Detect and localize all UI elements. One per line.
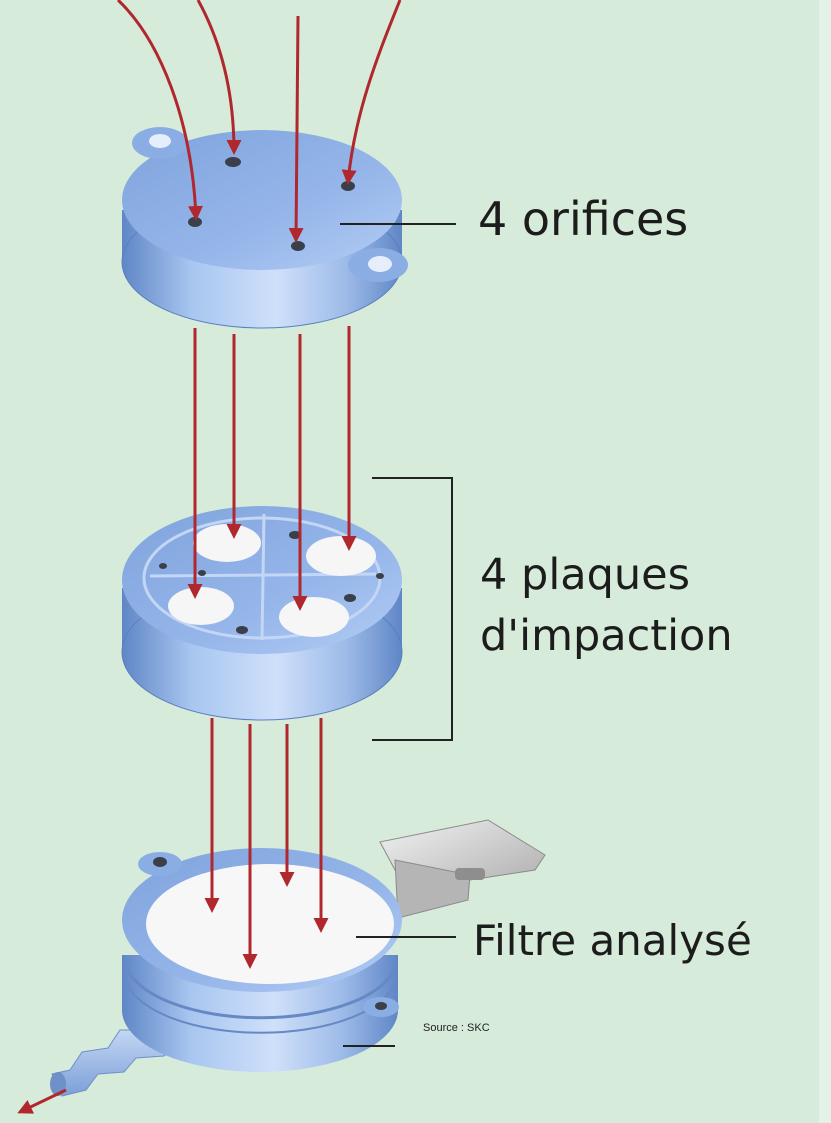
impaction-plate xyxy=(279,597,349,637)
filter-cassette xyxy=(50,819,546,1097)
impaction-stage xyxy=(121,506,403,721)
label-orifices: 4 orifices xyxy=(478,192,689,246)
airflow-arrow xyxy=(116,0,204,221)
label-plaques-line1: 4 plaques xyxy=(480,550,691,600)
airflow-arrow xyxy=(196,0,242,155)
orifice-hole xyxy=(341,181,355,191)
label-filtre: Filtre analysé xyxy=(473,916,752,965)
orifice-hole xyxy=(291,241,305,251)
orifice-hole xyxy=(225,157,241,167)
bracket-plaques xyxy=(372,477,453,741)
filter-disc xyxy=(146,864,394,984)
airflow-arrows xyxy=(17,0,402,1114)
orifice-hole xyxy=(188,217,202,227)
label-plaques: 4 plaques d'impaction xyxy=(480,545,733,667)
airflow-arrow xyxy=(288,15,304,243)
leader-lines xyxy=(340,223,456,1047)
orifice-plate xyxy=(121,127,408,329)
source-note: Source : SKC xyxy=(423,1022,490,1034)
impaction-plate xyxy=(193,524,261,562)
clip xyxy=(379,819,546,919)
label-plaques-line2: d'impaction xyxy=(480,611,733,661)
airflow-arrow xyxy=(17,1088,67,1114)
impaction-plate xyxy=(168,587,234,625)
airflow-arrow xyxy=(341,0,402,185)
impaction-plate xyxy=(306,536,376,576)
